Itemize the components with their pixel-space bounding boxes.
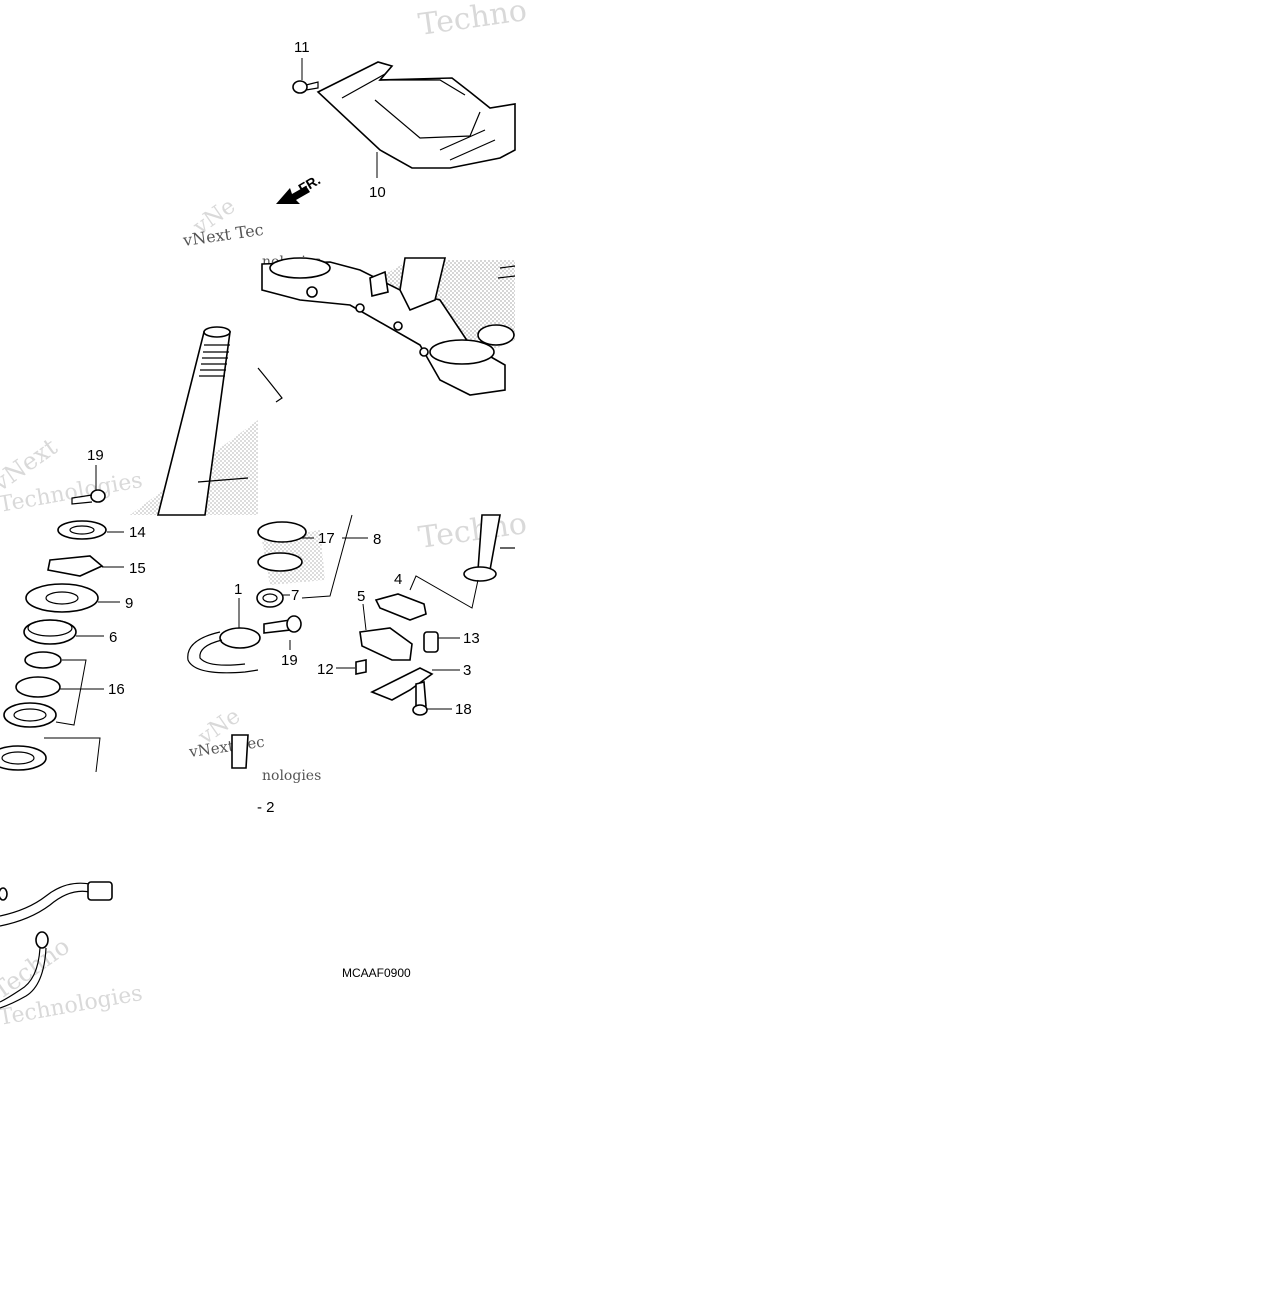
part-1-sensor <box>187 627 261 674</box>
callout-15: 15 <box>129 560 146 577</box>
part-19-bolt-mid <box>263 615 302 634</box>
steering-top-bridge <box>261 257 516 396</box>
callout-9: 9 <box>125 595 133 612</box>
page-number: - 2 <box>257 799 275 816</box>
callout-17: 17 <box>318 530 335 547</box>
callout-4: 4 <box>394 571 402 588</box>
part-11-screw <box>292 80 319 94</box>
lower-bearing-group <box>256 521 325 608</box>
callout-1: 1 <box>234 581 242 598</box>
part-12-screw <box>355 659 367 675</box>
part-5-holder <box>359 627 413 661</box>
callout-11: 11 <box>294 39 310 56</box>
wire-harness <box>0 881 113 1009</box>
callout-16: 16 <box>108 681 125 698</box>
watermark-text: Techno <box>416 0 529 43</box>
part-16-bearing <box>15 676 61 698</box>
callout-numbers: 11 10 19 14 15 9 6 16 17 8 7 1 19 4 5 13… <box>87 39 480 718</box>
figure-code: MCAAF0900 <box>342 966 411 980</box>
callout-14: 14 <box>129 524 146 541</box>
part-15-washer <box>47 555 104 577</box>
bearing-stack <box>0 520 107 771</box>
callout-19: 19 <box>87 447 104 464</box>
part-4-plate <box>374 593 427 621</box>
callout-7: 7 <box>291 587 299 604</box>
watermark-text: nologies <box>262 768 321 784</box>
callout-12: 12 <box>317 661 334 678</box>
callout-10: 10 <box>369 184 386 201</box>
part-19-bolt-top <box>71 489 106 505</box>
bracket-assembly <box>355 593 439 716</box>
part-18-bolt <box>415 680 427 709</box>
part-3-bracket <box>370 667 434 701</box>
lower-stem-tube <box>463 514 515 582</box>
callout-18: 18 <box>455 701 472 718</box>
callout-19: 19 <box>281 652 298 669</box>
callout-3: 3 <box>463 662 471 679</box>
part-10-cover <box>316 61 516 169</box>
front-direction-arrow: FR. <box>276 171 323 204</box>
part-13-collar <box>423 631 439 653</box>
callout-13: 13 <box>463 630 480 647</box>
part-9-nut <box>25 583 99 613</box>
part-14-nut <box>57 520 107 540</box>
leader-lines <box>44 58 479 773</box>
stem-fragment-bottom <box>231 734 249 769</box>
callout-5: 5 <box>357 588 365 605</box>
steering-stem <box>130 326 283 516</box>
callout-6: 6 <box>109 629 117 646</box>
callout-8: 8 <box>373 531 381 548</box>
